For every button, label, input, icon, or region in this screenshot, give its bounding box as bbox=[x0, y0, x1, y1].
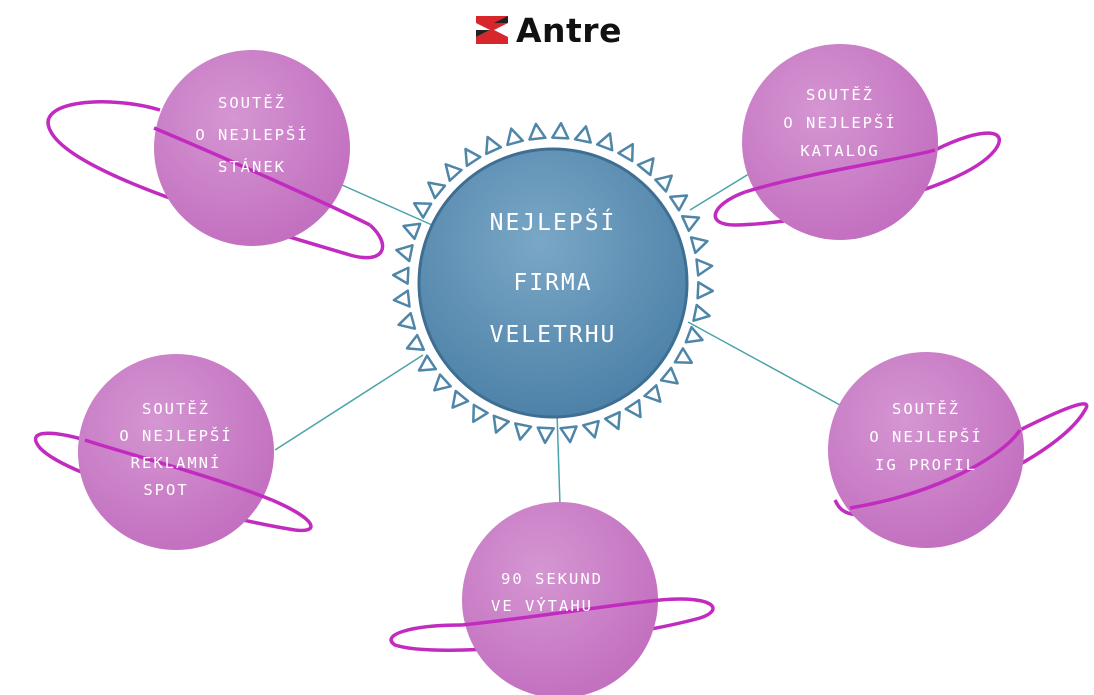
planet-line: O NEJLEPŠÍ bbox=[195, 125, 308, 144]
connector-stanek bbox=[341, 184, 433, 226]
spike-triangle bbox=[444, 163, 463, 182]
spike-triangle bbox=[417, 354, 438, 372]
center-line: VELETRHU bbox=[490, 322, 617, 348]
center-node: NEJLEPŠÍ FIRMA VELETRHU bbox=[417, 147, 689, 419]
spike-triangle bbox=[391, 266, 410, 285]
antre-logo-icon bbox=[476, 16, 508, 44]
spike-triangle bbox=[643, 384, 662, 403]
spike-triangle bbox=[595, 132, 614, 152]
planet-line: 90 SEKUND bbox=[501, 570, 603, 588]
spike-triangle bbox=[427, 181, 447, 200]
center-spikes bbox=[391, 121, 715, 445]
planet-ring-back bbox=[46, 100, 385, 260]
planet-katalog: SOUTĚŽ O NEJLEPŠÍ KATALOG bbox=[713, 44, 1002, 240]
planet-line: VE VÝTAHU bbox=[491, 596, 593, 615]
spike-triangle bbox=[654, 174, 673, 193]
connector-spot bbox=[274, 354, 424, 451]
spike-triangle bbox=[695, 258, 714, 277]
connector-ig bbox=[687, 321, 841, 406]
center-line: FIRMA bbox=[513, 270, 592, 296]
spike-triangle bbox=[551, 121, 570, 140]
planet-line: O NEJLEPŠÍ bbox=[119, 426, 232, 445]
spike-triangle bbox=[696, 281, 715, 300]
spike-triangle bbox=[514, 422, 533, 441]
brand-name: Antre bbox=[516, 10, 622, 50]
planet-ring-front bbox=[461, 598, 661, 627]
planet-line: SOUTĚŽ bbox=[892, 399, 960, 418]
spike-triangle bbox=[472, 403, 489, 424]
spike-triangle bbox=[659, 366, 679, 385]
spike-triangle bbox=[506, 127, 525, 147]
planet-line: KATALOG bbox=[800, 142, 879, 160]
spike-triangle bbox=[603, 410, 621, 431]
planet-spot: SOUTĚŽ O NEJLEPŠÍ REKLAMNÍ SPOT bbox=[33, 354, 313, 550]
spike-triangle bbox=[536, 426, 555, 445]
spike-triangle bbox=[680, 215, 701, 233]
spike-triangle bbox=[684, 325, 704, 344]
spike-triangle bbox=[433, 373, 452, 392]
spike-triangle bbox=[581, 419, 600, 439]
spike-triangle bbox=[692, 303, 711, 322]
spike-triangle bbox=[395, 244, 414, 263]
spike-triangle bbox=[624, 398, 642, 419]
planet-line: STÁNEK bbox=[218, 157, 286, 176]
spike-triangle bbox=[689, 236, 709, 255]
planet-line: REKLAMNÍ bbox=[131, 453, 222, 472]
center-line: NEJLEPŠÍ bbox=[490, 208, 617, 236]
spike-triangle bbox=[392, 289, 411, 308]
planet-line: SPOT bbox=[143, 481, 188, 499]
spike-triangle bbox=[402, 222, 422, 241]
spike-triangle bbox=[397, 311, 417, 330]
spike-triangle bbox=[412, 202, 433, 219]
spike-triangle bbox=[464, 147, 482, 168]
spike-triangle bbox=[668, 194, 689, 212]
spike-triangle bbox=[485, 135, 503, 156]
connector-katalog bbox=[689, 171, 753, 211]
spike-triangle bbox=[573, 125, 592, 144]
planet-ring-front bbox=[849, 429, 1022, 510]
spike-triangle bbox=[617, 142, 634, 163]
planet-line: O NEJLEPŠÍ bbox=[783, 113, 896, 132]
spike-triangle bbox=[492, 414, 511, 434]
brand-logo: Antre bbox=[474, 10, 622, 50]
planet-line: IG PROFIL bbox=[875, 456, 977, 474]
planet-ig: SOUTĚŽ O NEJLEPŠÍ IG PROFIL bbox=[828, 352, 1089, 548]
connectors bbox=[274, 171, 841, 506]
spike-triangle bbox=[559, 425, 578, 444]
spike-triangle bbox=[673, 347, 694, 364]
planet-ring-front bbox=[744, 148, 936, 194]
planet-line: SOUTĚŽ bbox=[142, 399, 210, 418]
planet-vytah: 90 SEKUND VE VÝTAHU bbox=[389, 502, 715, 695]
planet-line: SOUTĚŽ bbox=[806, 85, 874, 104]
planet-line: SOUTĚŽ bbox=[218, 93, 286, 112]
planet-line: O NEJLEPŠÍ bbox=[869, 427, 982, 446]
planet-ring-front bbox=[84, 438, 273, 502]
planet-ring-front bbox=[153, 126, 371, 227]
spike-triangle bbox=[451, 389, 470, 409]
spike-triangle bbox=[528, 122, 547, 141]
spike-triangle bbox=[636, 157, 655, 177]
spike-triangle bbox=[405, 333, 426, 351]
planet-stanek: SOUTĚŽ O NEJLEPŠÍ STÁNEK bbox=[46, 50, 385, 260]
connector-vytah bbox=[556, 411, 561, 506]
